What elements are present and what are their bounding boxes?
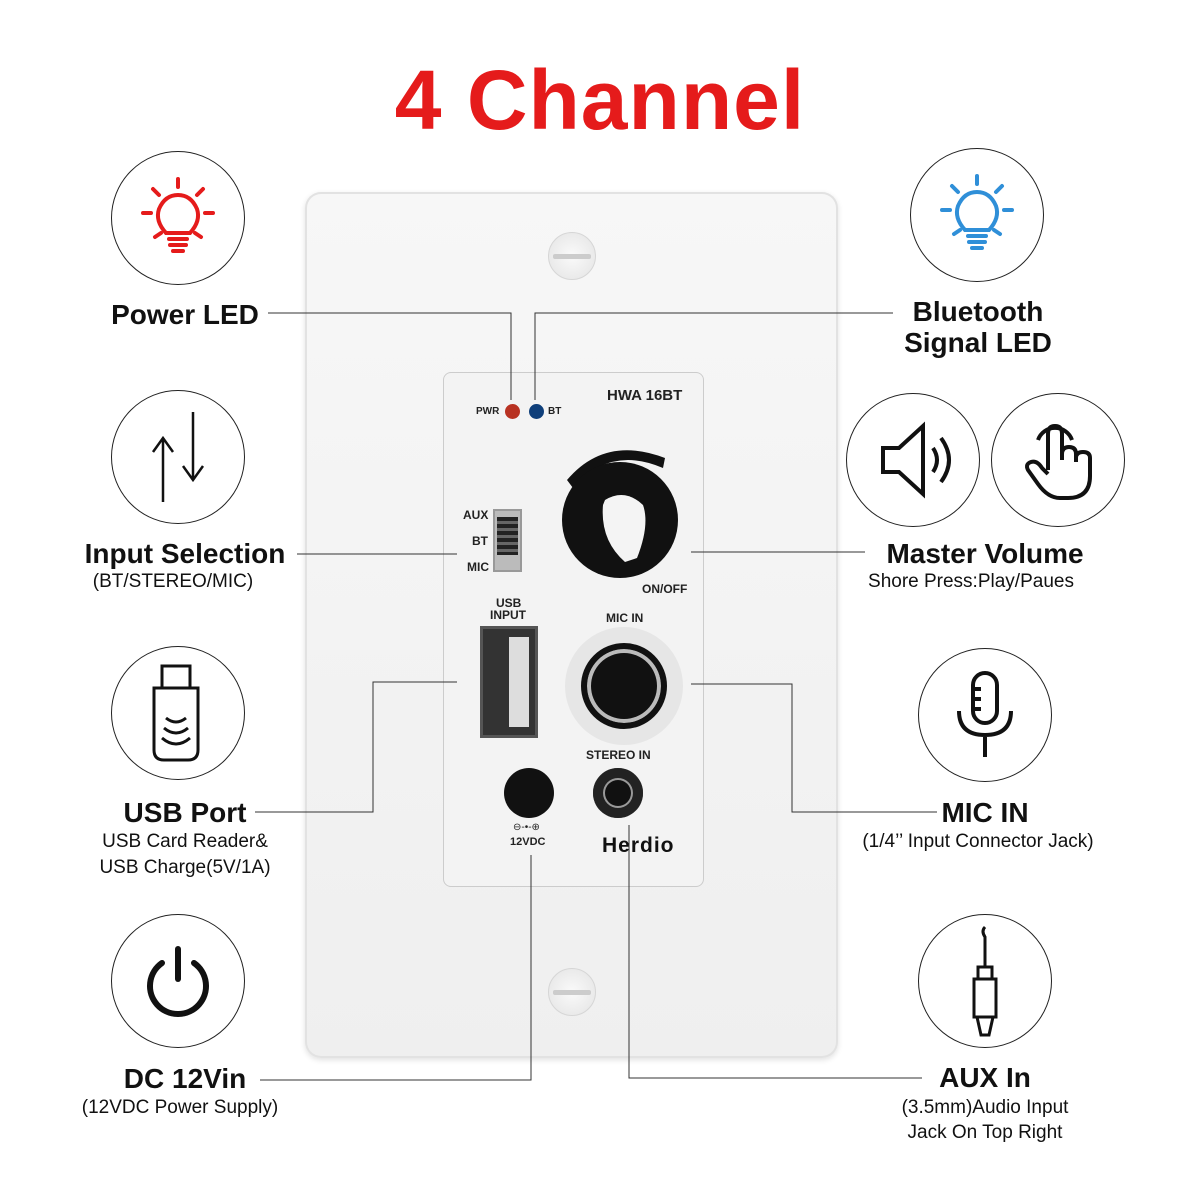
leader-power-led bbox=[268, 312, 512, 400]
model-label: HWA 16BT bbox=[607, 387, 683, 404]
on-off-label: ON/OFF bbox=[642, 582, 688, 596]
master-volume-label: Master Volume bbox=[886, 538, 1084, 569]
mic-in-sub: (1/4’’ Input Connector Jack) bbox=[862, 831, 1094, 852]
page-title: 4 Channel bbox=[394, 53, 806, 147]
usb-port-icon-circle bbox=[111, 646, 245, 780]
input-selection-sub: (BT/STEREO/MIC) bbox=[92, 571, 254, 592]
usb-label-1: USB bbox=[496, 596, 522, 610]
mic-in-label: MIC IN bbox=[606, 611, 644, 625]
bt-label: BT bbox=[548, 406, 562, 417]
audio-jack-icon bbox=[972, 925, 998, 1037]
volume-knob[interactable] bbox=[555, 440, 695, 585]
mic-in-jack[interactable] bbox=[565, 627, 683, 745]
blue-bulb-icon bbox=[940, 174, 1014, 250]
bt-position-label: BT bbox=[472, 534, 488, 548]
master-volume-sub: Shore Press:Play/Paues bbox=[868, 571, 1074, 592]
dc-jack[interactable] bbox=[504, 768, 554, 818]
power-led-icon-circle bbox=[111, 151, 245, 285]
leader-aux bbox=[628, 825, 922, 1079]
power-icon bbox=[147, 946, 209, 1017]
aux-in-icon-circle bbox=[918, 914, 1052, 1048]
screw-bottom bbox=[548, 968, 596, 1016]
aux-label: AUX bbox=[463, 508, 489, 522]
hand-press-icon bbox=[1025, 423, 1092, 500]
speaker-icon-circle bbox=[846, 393, 980, 527]
mic-in-label-title: MIC IN bbox=[941, 797, 1029, 828]
speaker-icon bbox=[881, 421, 951, 499]
usb-label-2: INPUT bbox=[490, 608, 526, 622]
stereo-in-label: STEREO IN bbox=[586, 748, 651, 762]
dc-polarity-symbol: ⊖-•-⊕ bbox=[513, 822, 540, 833]
input-arrows-icon bbox=[151, 412, 205, 502]
bt-led-label-1: Bluetooth bbox=[912, 296, 1044, 327]
pwr-label: PWR bbox=[476, 406, 500, 417]
input-selection-label: Input Selection bbox=[84, 538, 286, 569]
dc-label: 12VDC bbox=[510, 836, 546, 848]
aux-in-sub-2: Jack On Top Right bbox=[907, 1122, 1063, 1143]
leader-usb bbox=[255, 681, 457, 813]
usb-port-label: USB Port bbox=[123, 797, 247, 828]
usb-stick-icon bbox=[152, 664, 200, 762]
leader-bt-led bbox=[534, 312, 893, 400]
brand-logo: Herdio bbox=[602, 834, 675, 857]
touch-icon-circle bbox=[991, 393, 1125, 527]
usb-port[interactable] bbox=[480, 626, 538, 738]
leader-mic-in bbox=[691, 683, 937, 813]
leader-dc bbox=[260, 855, 532, 1081]
usb-port-sub-1: USB Card Reader& bbox=[102, 831, 268, 852]
microphone-icon bbox=[957, 671, 1013, 757]
stereo-in-jack[interactable] bbox=[593, 768, 643, 818]
bt-led-icon-circle bbox=[910, 148, 1044, 282]
power-led-label: Power LED bbox=[111, 299, 259, 330]
red-bulb-icon bbox=[141, 177, 215, 253]
aux-in-label: AUX In bbox=[939, 1062, 1031, 1093]
mic-label: MIC bbox=[467, 560, 489, 574]
dc-label-title: DC 12Vin bbox=[123, 1063, 247, 1094]
bt-led-label-2: Signal LED bbox=[904, 327, 1052, 358]
mic-in-icon-circle bbox=[918, 648, 1052, 782]
bt-led bbox=[529, 404, 544, 419]
screw-top bbox=[548, 232, 596, 280]
input-selection-icon-circle bbox=[111, 390, 245, 524]
input-selector-switch[interactable] bbox=[493, 509, 522, 572]
power-led bbox=[505, 404, 520, 419]
dc-icon-circle bbox=[111, 914, 245, 1048]
aux-in-sub-1: (3.5mm)Audio Input bbox=[901, 1097, 1069, 1118]
usb-port-sub-2: USB Charge(5V/1A) bbox=[99, 857, 271, 878]
dc-sub: (12VDC Power Supply) bbox=[81, 1097, 279, 1118]
